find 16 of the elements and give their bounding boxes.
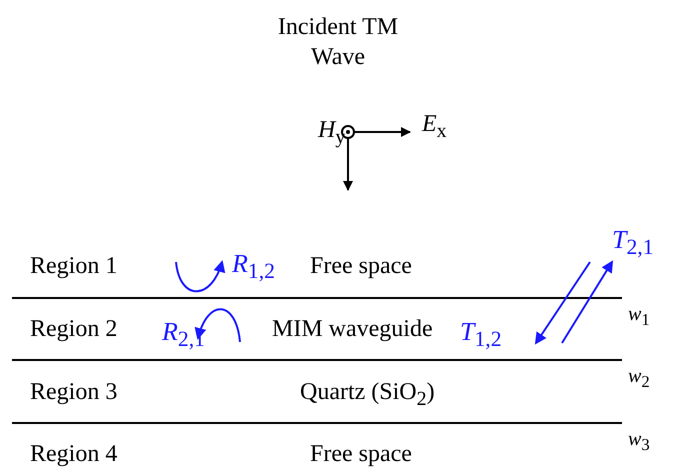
transmission-label: T$_{1,2}$ [460, 318, 502, 354]
title: Incident TM Wave [276, 13, 400, 72]
medium-label: Quartz (SiO$_{2}$) [300, 378, 435, 412]
boundary-label: w$_{1}$ [628, 302, 650, 331]
region-label: Region 2 [30, 315, 118, 343]
boundary-label: w$_{3}$ [628, 427, 650, 456]
region-label: Region 4 [30, 440, 118, 468]
medium-label: Free space [310, 252, 412, 280]
transmission-label: T$_{2,1}$ [612, 226, 654, 262]
boundary-label: w$_{2}$ [628, 364, 650, 393]
region-label: Region 3 [30, 378, 118, 406]
field-label: E$_{x}$ [422, 110, 447, 144]
region-label: Region 1 [30, 252, 118, 280]
reflection-label: R$_{1,2}$ [232, 250, 275, 286]
medium-label: Free space [310, 440, 412, 468]
medium-label: MIM waveguide [272, 315, 433, 343]
